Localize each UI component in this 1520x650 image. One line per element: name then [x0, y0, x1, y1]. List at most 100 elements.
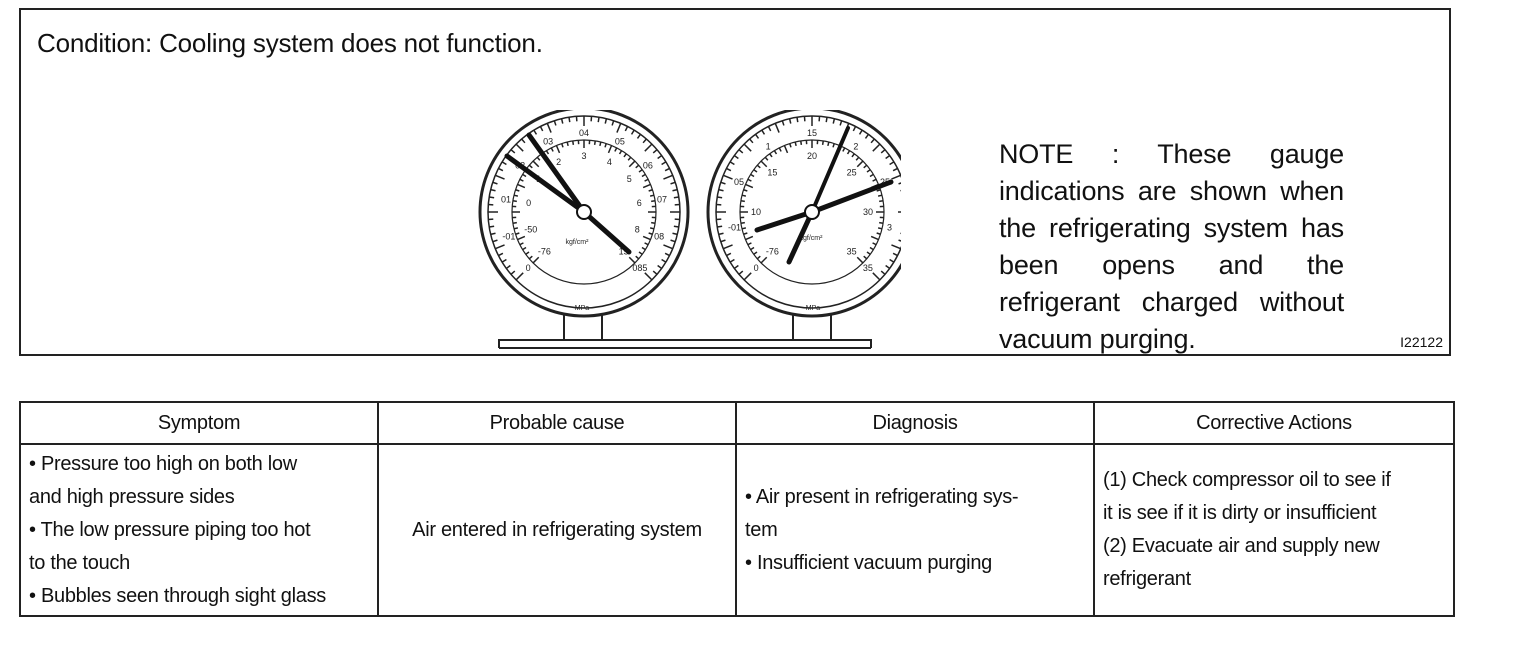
low-gauge-tick	[628, 256, 636, 264]
low-gauge-outer-label: 07	[657, 195, 667, 205]
low-gauge-tick	[519, 178, 524, 182]
low-gauge-tick	[649, 227, 655, 230]
low-gauge-tick	[644, 143, 653, 152]
low-gauge-tick	[651, 199, 656, 203]
high-gauge-tick	[750, 173, 755, 178]
low-gauge-tick	[532, 160, 540, 168]
high-gauge-tick	[863, 164, 868, 169]
high-gauge-tick	[856, 256, 864, 264]
high-gauge-outer-label: 15	[807, 128, 817, 138]
high-gauge-tick	[799, 140, 803, 145]
low-gauge-inner-label: 2	[556, 157, 561, 167]
low-gauge-tick	[642, 183, 651, 189]
low-gauge-tick	[670, 181, 676, 185]
high-gauge-tick	[866, 169, 871, 173]
low-gauge-tick	[644, 178, 649, 182]
low-gauge-tick	[607, 145, 613, 154]
low-gauge-tick	[492, 181, 498, 185]
high-gauge-tick	[870, 138, 875, 144]
low-gauge-tick	[657, 154, 663, 160]
high-gauge-tick	[738, 149, 744, 154]
high-gauge-tick	[723, 174, 733, 180]
low-gauge-tick	[561, 143, 564, 148]
high-gauge-tick	[773, 150, 778, 155]
table-row: • Pressure too high on both low and high…	[19, 443, 1455, 617]
low-gauge-tick	[517, 183, 526, 189]
low-gauge-inner-label: 5	[627, 174, 632, 184]
high-gauge-tick	[892, 167, 898, 172]
low-gauge-inner-label: 4	[607, 157, 612, 167]
high-gauge-outer-label: 2	[853, 141, 858, 151]
high-gauge-tick	[729, 161, 735, 166]
high-gauge-tick	[846, 150, 851, 155]
condition-panel: Condition: Cooling system does not funct…	[19, 8, 1451, 356]
low-gauge-tick	[616, 123, 622, 133]
high-gauge-tick	[750, 246, 755, 251]
low-gauge-tick	[630, 129, 635, 135]
table-header-row: Symptom Probable cause Diagnosis Correct…	[19, 401, 1455, 445]
high-gauge-tick	[756, 164, 761, 169]
symptom-line: • Pressure too high on both low	[29, 452, 297, 475]
header-symptom: Symptom	[19, 401, 379, 445]
symptom-cell: • Pressure too high on both low and high…	[19, 443, 379, 617]
low-gauge-tick	[495, 244, 505, 250]
manifold-base	[498, 339, 872, 349]
low-gauge-tick	[521, 138, 526, 144]
low-gauge-tick	[648, 189, 653, 192]
low-gauge-tick	[515, 232, 520, 235]
high-gauge-tick	[898, 239, 901, 242]
low-gauge-tick	[533, 129, 538, 135]
diagnosis-cell: • Air present in refrigerating sys- tem …	[735, 443, 1095, 617]
low-gauge-tick	[571, 140, 575, 145]
high-gauge-tick	[778, 147, 782, 152]
note-text: NOTE : These gauge indications are shown…	[999, 139, 1344, 354]
low-gauge-tick	[505, 264, 511, 270]
low-gauge-tick	[495, 174, 505, 180]
low-gauge-tick	[599, 141, 602, 147]
low-gauge-tick	[649, 194, 655, 197]
high-gauge-inner-label: 20	[807, 151, 817, 161]
high-gauge-tick	[783, 145, 789, 154]
low-gauge-outer-label: 085	[632, 263, 647, 273]
high-gauge-tick	[832, 118, 836, 124]
low-gauge-inner-label: 0	[526, 198, 531, 208]
high-gauge-outer-label: 35	[863, 263, 873, 273]
low-gauge-tick	[611, 120, 615, 126]
action-line: it is see if it is dirty or insufficient	[1103, 502, 1377, 524]
low-gauge-tick	[490, 232, 496, 236]
low-gauge-tick	[489, 225, 495, 228]
low-gauge-tick	[522, 173, 527, 178]
low-gauge-tick	[644, 242, 649, 246]
high-gauge-tick	[740, 221, 745, 225]
high-gauge-inner-label: -76	[766, 247, 779, 257]
low-gauge-tick	[661, 161, 667, 166]
low-gauge-needle-1	[504, 153, 587, 215]
symptom-line: • The low pressure piping too hot	[29, 518, 311, 541]
high-gauge-tick	[760, 256, 768, 264]
high-gauge-tick	[821, 140, 825, 145]
low-gauge-tick	[490, 188, 496, 192]
low-gauge-tick	[525, 251, 530, 255]
low-gauge-inner-label: -76	[538, 247, 551, 257]
high-gauge-tick	[877, 227, 883, 230]
high-gauge-tick	[743, 189, 748, 192]
low-gauge-tick	[515, 143, 524, 152]
high-gauge-outer-label: 3	[887, 222, 892, 232]
high-gauge-tick	[745, 235, 754, 241]
high-gauge-tick	[729, 258, 735, 263]
low-gauge-outer-label: 03	[543, 137, 553, 147]
high-gauge-tick	[743, 272, 752, 281]
high-gauge-tick	[720, 239, 726, 243]
high-gauge-inner-label: 30	[863, 207, 873, 217]
high-gauge-tick	[769, 153, 773, 158]
low-gauge-tick	[651, 221, 656, 225]
low-gauge-tick	[550, 147, 554, 152]
high-gauge-tick	[720, 181, 726, 185]
condition-title: Condition: Cooling system does not funct…	[37, 28, 543, 58]
high-gauge-tick	[839, 120, 843, 126]
high-gauge-tick	[738, 270, 744, 275]
high-gauge-tick	[756, 255, 761, 260]
low-gauge-tick	[553, 120, 557, 126]
low-gauge-inner-label: 15	[619, 247, 629, 257]
low-gauge-tick	[501, 258, 507, 263]
